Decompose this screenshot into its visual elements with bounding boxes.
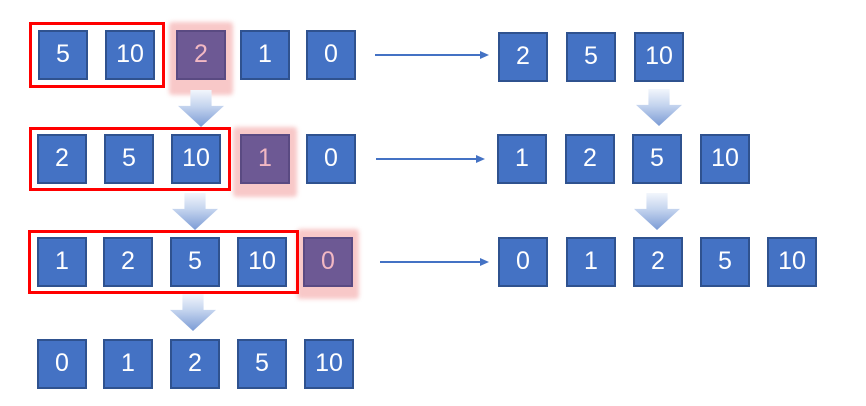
right-arrow-icon: [375, 51, 489, 59]
highlighted-box: 2: [176, 30, 226, 80]
down-arrow-icon: [634, 193, 680, 230]
array-box: 10: [700, 134, 750, 184]
array-box: 5: [104, 134, 154, 184]
array-box: 2: [170, 339, 220, 389]
down-arrow-icon: [636, 89, 682, 126]
array-box: 2: [37, 134, 87, 184]
array-box: 10: [304, 339, 354, 389]
array-box: 2: [103, 237, 153, 287]
array-box: 0: [306, 134, 356, 184]
array-box: 1: [497, 134, 547, 184]
array-box: 0: [498, 237, 548, 287]
array-box: 5: [566, 32, 616, 82]
array-box: 10: [634, 32, 684, 82]
array-box: 5: [170, 237, 220, 287]
array-box: 10: [171, 134, 221, 184]
array-box: 2: [565, 134, 615, 184]
down-arrow-icon: [172, 193, 218, 230]
array-box: 2: [633, 237, 683, 287]
array-box: 1: [103, 339, 153, 389]
array-box: 2: [498, 32, 548, 82]
sorted-selection-outline: [28, 230, 299, 294]
down-arrow-icon: [178, 90, 224, 127]
array-box: 5: [632, 134, 682, 184]
array-box: 1: [566, 237, 616, 287]
down-arrow-icon: [170, 294, 216, 331]
right-arrow-icon: [380, 258, 489, 266]
array-box: 5: [38, 30, 88, 80]
array-box: 1: [37, 237, 87, 287]
array-box: 10: [767, 237, 817, 287]
array-box: 10: [105, 30, 155, 80]
sorted-selection-outline: [29, 22, 165, 88]
highlighted-box: 0: [303, 237, 353, 287]
array-box: 5: [700, 237, 750, 287]
array-box: 0: [37, 339, 87, 389]
array-box: 10: [237, 237, 287, 287]
array-box: 0: [306, 30, 356, 80]
array-box: 1: [240, 30, 290, 80]
highlighted-box: 1: [240, 134, 290, 184]
right-arrow-icon: [376, 155, 485, 163]
array-box: 5: [237, 339, 287, 389]
sorted-selection-outline: [29, 127, 231, 191]
